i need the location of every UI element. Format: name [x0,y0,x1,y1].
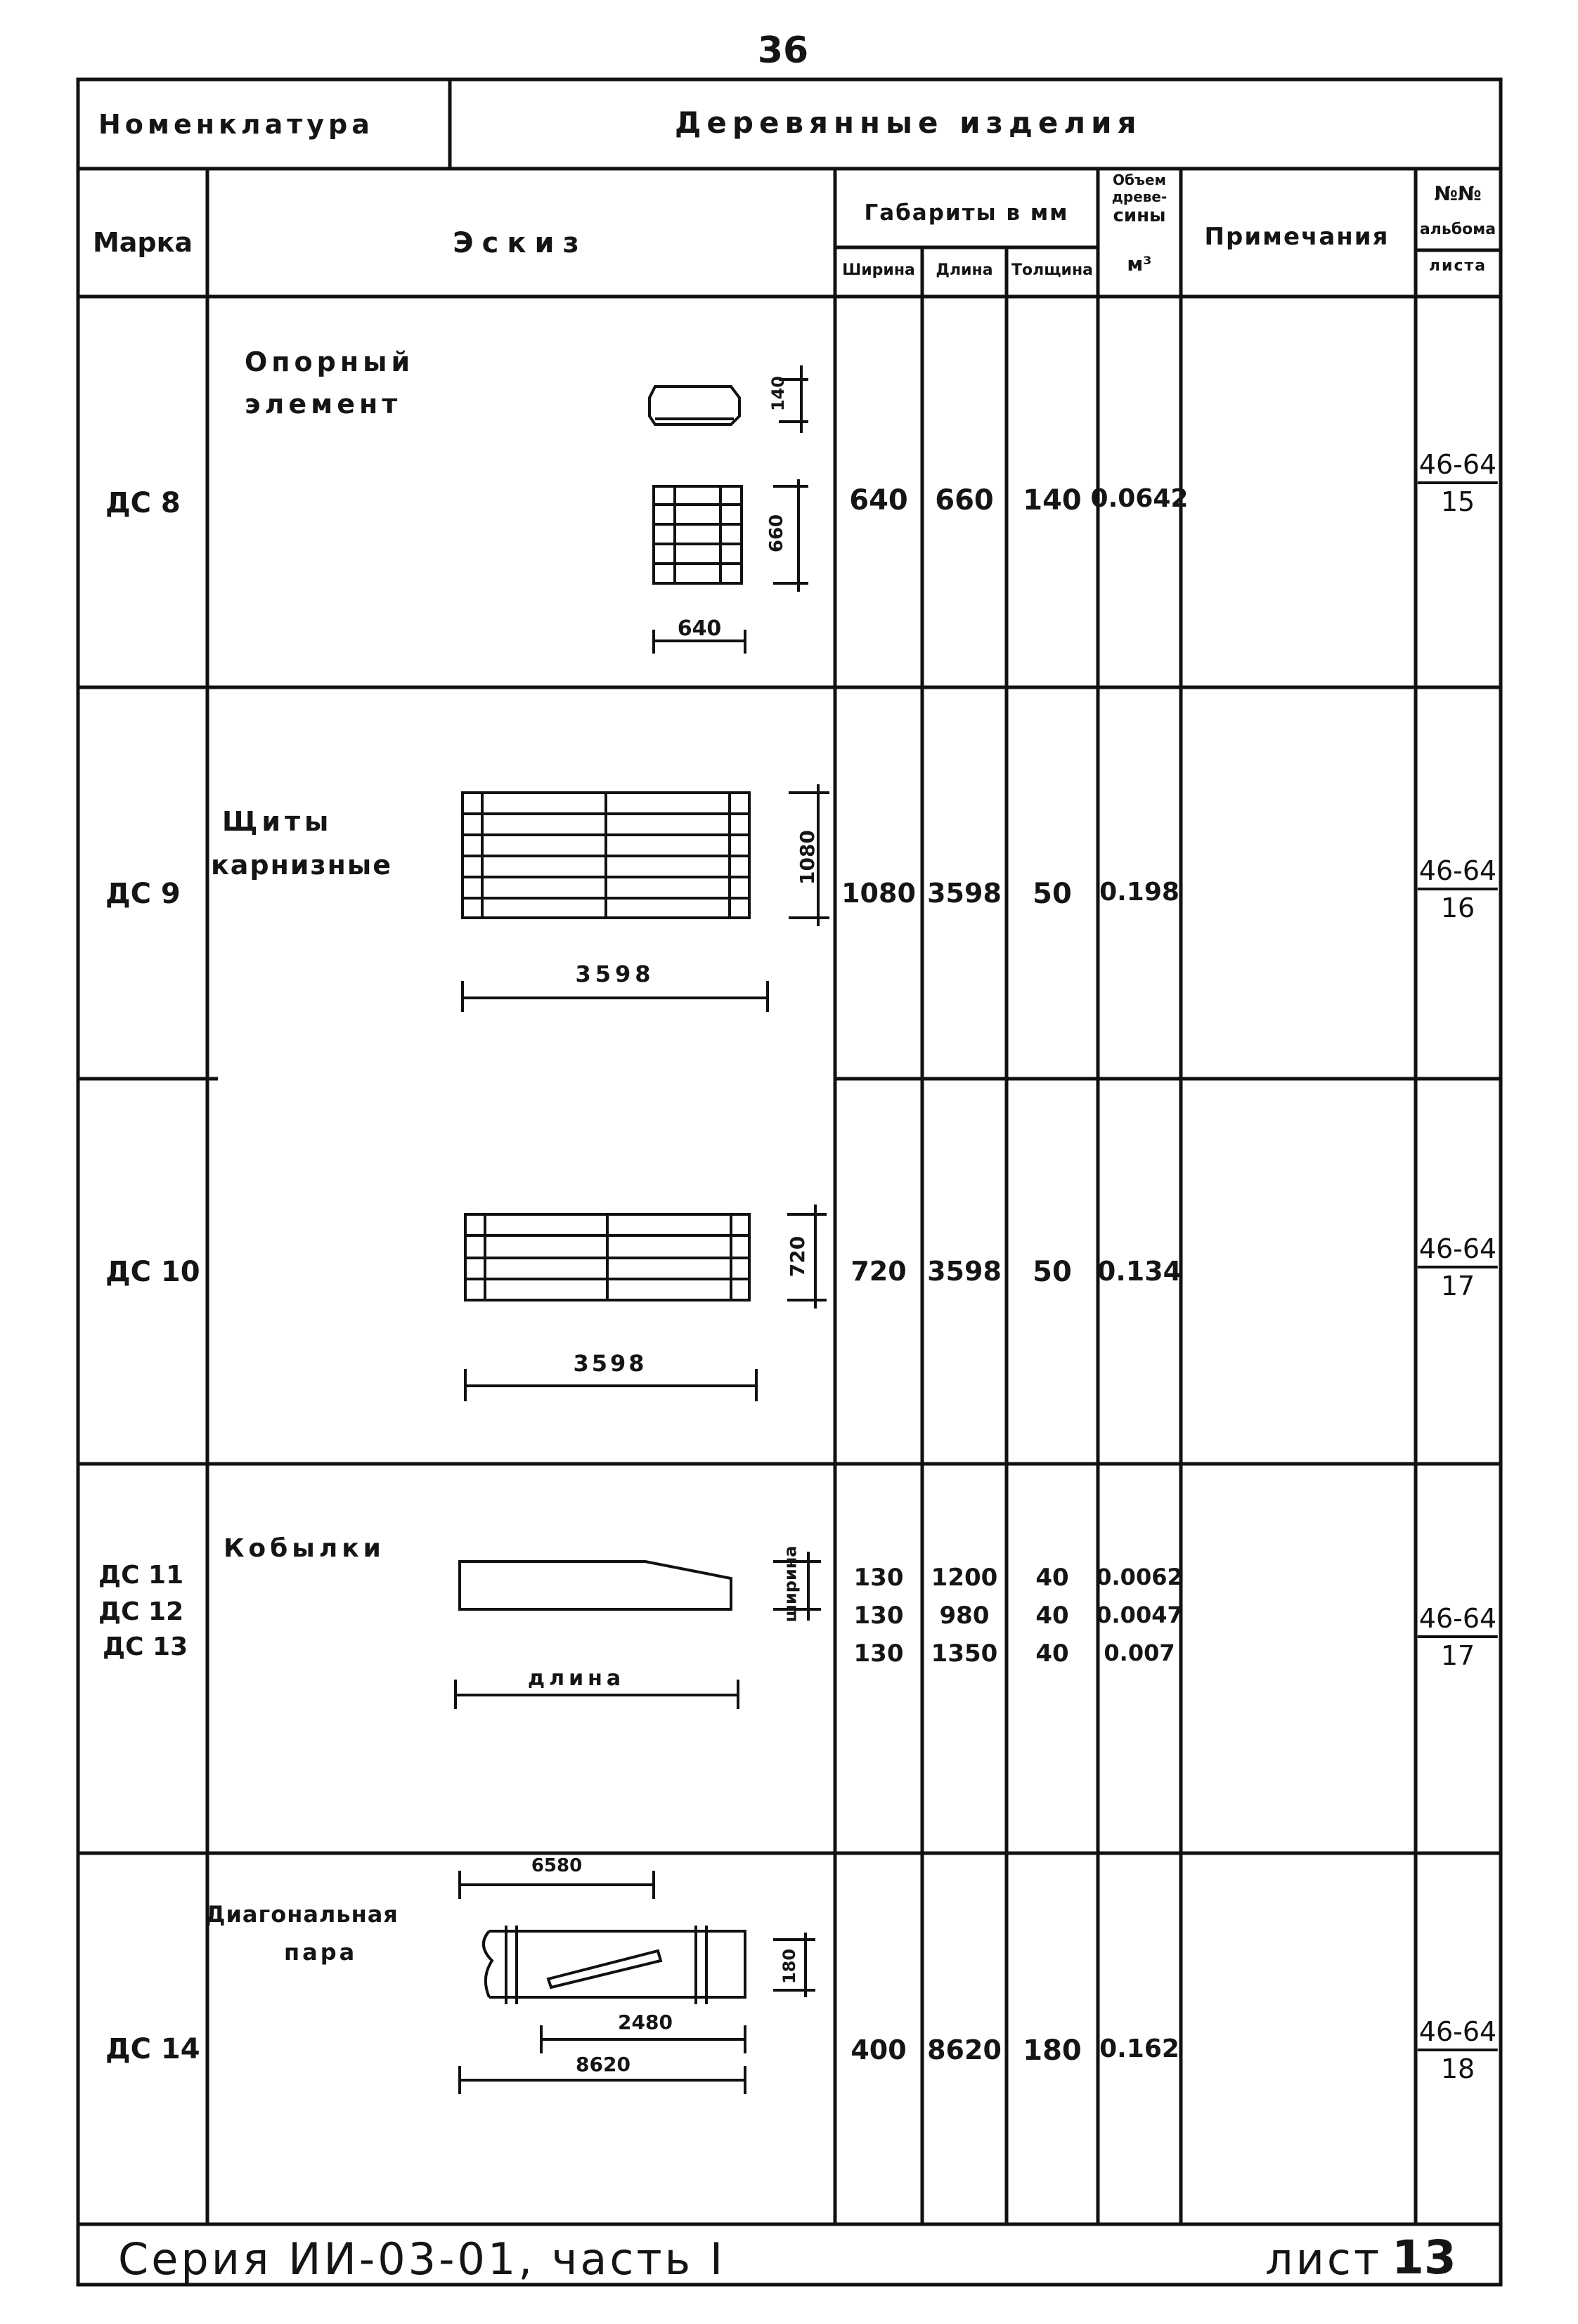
volume-unit: м³ [1127,252,1152,275]
row-mark: ДС 10 [105,1256,200,1288]
album-sheet: 17 [1440,1270,1475,1301]
length-value: 8620 [927,2034,1002,2065]
mark-header: Марка [92,227,193,258]
album-sheet: 17 [1440,1640,1475,1671]
row-mark: ДС 13 [103,1632,188,1661]
album-sheet-ref: 46-64 17 [1417,1234,1499,1301]
item-name: Опорный [245,346,415,377]
page-number: 36 [757,30,809,72]
row-mark: ДС 12 [98,1597,184,1626]
album-number: 46-64 [1417,856,1499,890]
length-value: 1200 [931,1564,998,1592]
volume-value: 0.0047 [1096,1602,1183,1628]
ds11-sketch [454,1552,821,1709]
volume-value: 0.0642 [1090,484,1189,513]
thickness-value: 40 [1035,1564,1069,1592]
width-value: 130 [853,1640,904,1668]
dimension-label: длина [527,1666,626,1691]
dimension-label: 8620 [576,2053,630,2076]
length-value: 3598 [927,878,1002,909]
album-number: 46-64 [1417,2017,1499,2051]
nomenclature-label: Номенклатура [98,109,374,140]
album-number: 46-64 [1417,450,1499,484]
dimension-label: 660 [766,514,788,553]
sheet-number: 13 [1392,2231,1456,2285]
thickness-value: 50 [1033,878,1072,910]
row-mark: ДС 9 [105,878,181,910]
album-sheet: 15 [1440,486,1475,517]
dimension-label: 180 [780,1948,800,1985]
ds9-sketch [461,784,829,1012]
item-name: Диагональная [205,1901,399,1928]
dimension-label: 140 [768,375,789,412]
album-number: 46-64 [1417,1604,1499,1638]
volume-header-2: древе- [1111,188,1168,205]
row-mark: ДС 11 [98,1561,184,1590]
item-name: Кобылки [224,1534,385,1563]
album-sheet: 16 [1440,892,1475,923]
width-value: 130 [853,1564,904,1592]
volume-value: 0.134 [1097,1256,1182,1287]
width-value: 130 [853,1602,904,1630]
album-number: 46-64 [1417,1234,1499,1268]
item-name: карнизные [211,850,392,881]
sketch-header: Эскиз [453,227,588,259]
length-header: Длина [936,261,993,279]
album-header-1: №№ [1434,182,1482,205]
album-header-2: альбома [1419,221,1496,238]
dimension-label: 720 [786,1235,810,1278]
width-header: Ширина [842,261,915,279]
item-name: элемент [245,389,402,420]
thickness-value: 180 [1023,2034,1082,2067]
album-sheet-ref: 46-64 18 [1417,2017,1499,2084]
width-value: 640 [849,484,908,517]
ds10-sketch [464,1205,827,1401]
dimension-label: 1080 [795,830,819,885]
dimension-label: 640 [677,616,722,641]
album-sheet-ref: 46-64 16 [1417,856,1499,923]
length-value: 660 [935,484,994,517]
length-value: 980 [939,1602,990,1630]
album-sheet: 18 [1440,2053,1475,2084]
dimension-label: 2480 [618,2011,673,2034]
series-title: Серия ИИ-03-01, часть I [118,2233,726,2285]
volume-value: 0.0062 [1096,1564,1183,1590]
volume-value: 0.007 [1104,1640,1175,1666]
width-value: 1080 [841,878,916,909]
album-sheet-ref: 46-64 17 [1417,1604,1499,1671]
volume-header-1: Объем [1113,171,1166,188]
album-header-3: листа [1428,257,1487,275]
row-mark: ДС 14 [105,2033,200,2065]
sheet-frame [76,77,1503,2287]
sheet-label: лист [1265,2233,1383,2285]
dimension-label: 3598 [575,961,655,987]
length-value: 1350 [931,1640,998,1668]
ds14-sketch [458,1871,815,2094]
volume-value: 0.162 [1099,2034,1179,2063]
volume-value: 0.198 [1099,878,1179,907]
width-value: 720 [851,1256,907,1287]
width-value: 400 [851,2034,907,2065]
album-sheet-ref: 46-64 15 [1417,450,1499,517]
thickness-value: 40 [1035,1602,1069,1630]
length-value: 3598 [927,1256,1002,1287]
item-name: Щиты [222,806,333,837]
dimensions-header: Габариты в мм [864,200,1069,226]
dimension-label: 3598 [573,1350,647,1377]
row-mark: ДС 8 [105,487,181,519]
ds8-sketch [648,365,808,654]
thickness-value: 40 [1035,1640,1069,1668]
item-name: пара [284,1939,358,1966]
dimension-label: ширина [780,1545,801,1623]
thickness-value: 140 [1023,484,1082,517]
nomenclature-value: Деревянные изделия [675,105,1142,140]
thickness-header: Толщина [1011,261,1094,279]
dimension-label: 6580 [531,1855,583,1876]
volume-header-3: сины [1113,205,1166,226]
thickness-value: 50 [1033,1256,1072,1288]
notes-header: Примечания [1204,223,1390,251]
